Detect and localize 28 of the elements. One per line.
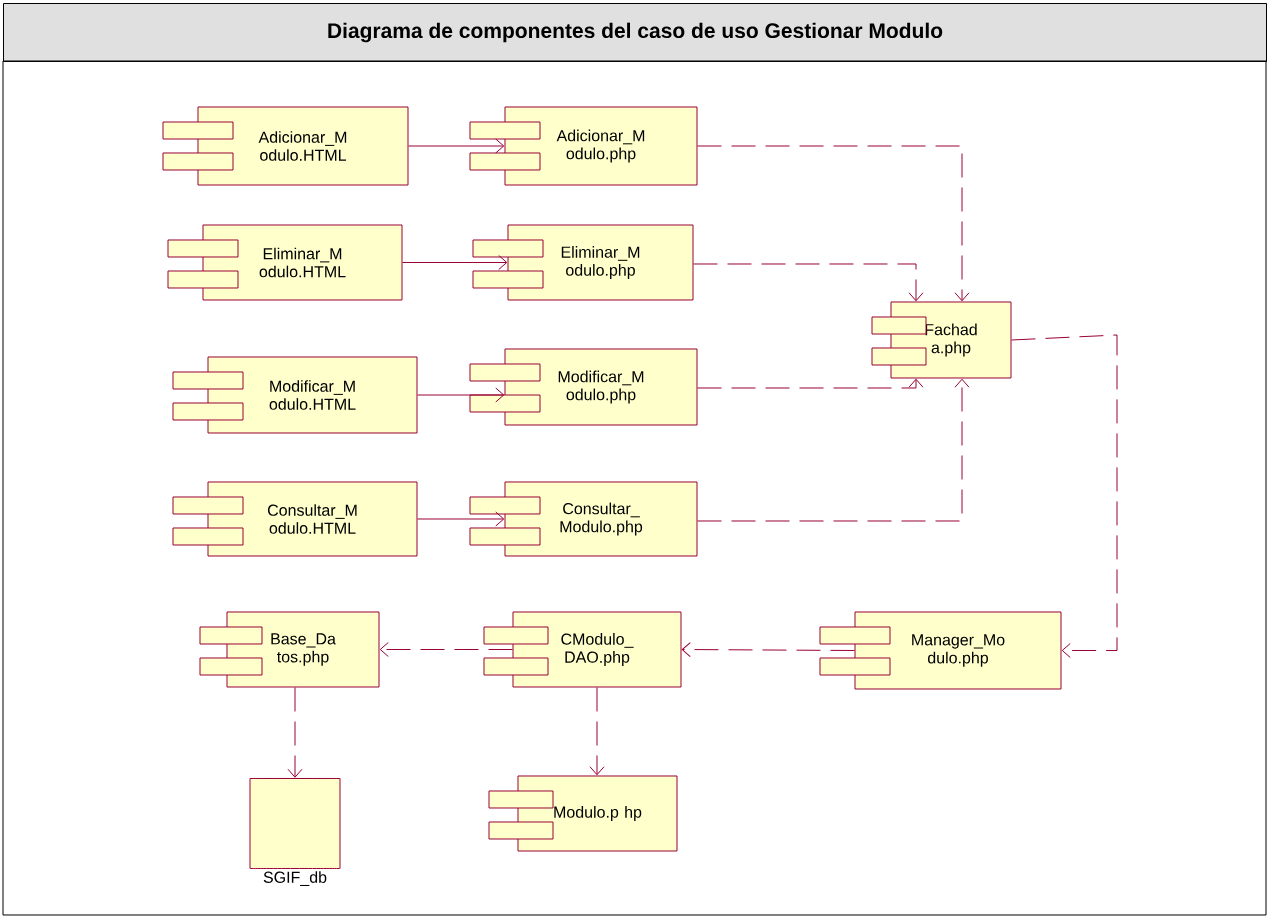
component-box: Adicionar_M odulo.HTML: [162, 106, 409, 186]
dependency-arrow: [693, 263, 924, 302]
arrow: [417, 511, 505, 527]
component-box: Base_Da tos.php: [199, 611, 380, 688]
dependency-arrow: [681, 642, 855, 658]
dependency-arrow: [697, 378, 924, 389]
dependency-arrow: [697, 378, 970, 522]
dependency-arrow: [287, 687, 303, 778]
dependency-arrow: [1011, 334, 1118, 658]
component-box: Adicionar_M odulo.php: [469, 106, 698, 186]
component-box: Modulo.p hp: [488, 775, 678, 852]
component-box: Eliminar_M odulo.php: [472, 224, 694, 301]
arrow: [408, 138, 505, 154]
arrow: [417, 387, 505, 403]
component-box: CModulo_ DAO.php: [483, 611, 682, 688]
dependency-arrow: [589, 687, 605, 776]
dependency-arrow: [697, 145, 970, 302]
node-label: SGIF_db: [263, 871, 327, 886]
component-box: Modificar_M odulo.HTML: [172, 356, 418, 434]
component-box: Eliminar_M odulo.HTML: [167, 224, 403, 301]
component-box: Consultar_ Modulo.php: [469, 481, 698, 557]
component-box: Consultar_M odulo.HTML: [172, 481, 418, 557]
component-box: Modificar_M odulo.php: [469, 348, 698, 426]
title-bar: Diagrama de componentes del caso de uso Gestionar Modulo: [3, 3, 1267, 62]
component-box: Manager_Mo dulo.php: [819, 611, 1062, 690]
arrow: [402, 255, 508, 270]
component-box: Fachad a.php: [871, 301, 1012, 379]
dependency-arrow: [379, 642, 513, 657]
